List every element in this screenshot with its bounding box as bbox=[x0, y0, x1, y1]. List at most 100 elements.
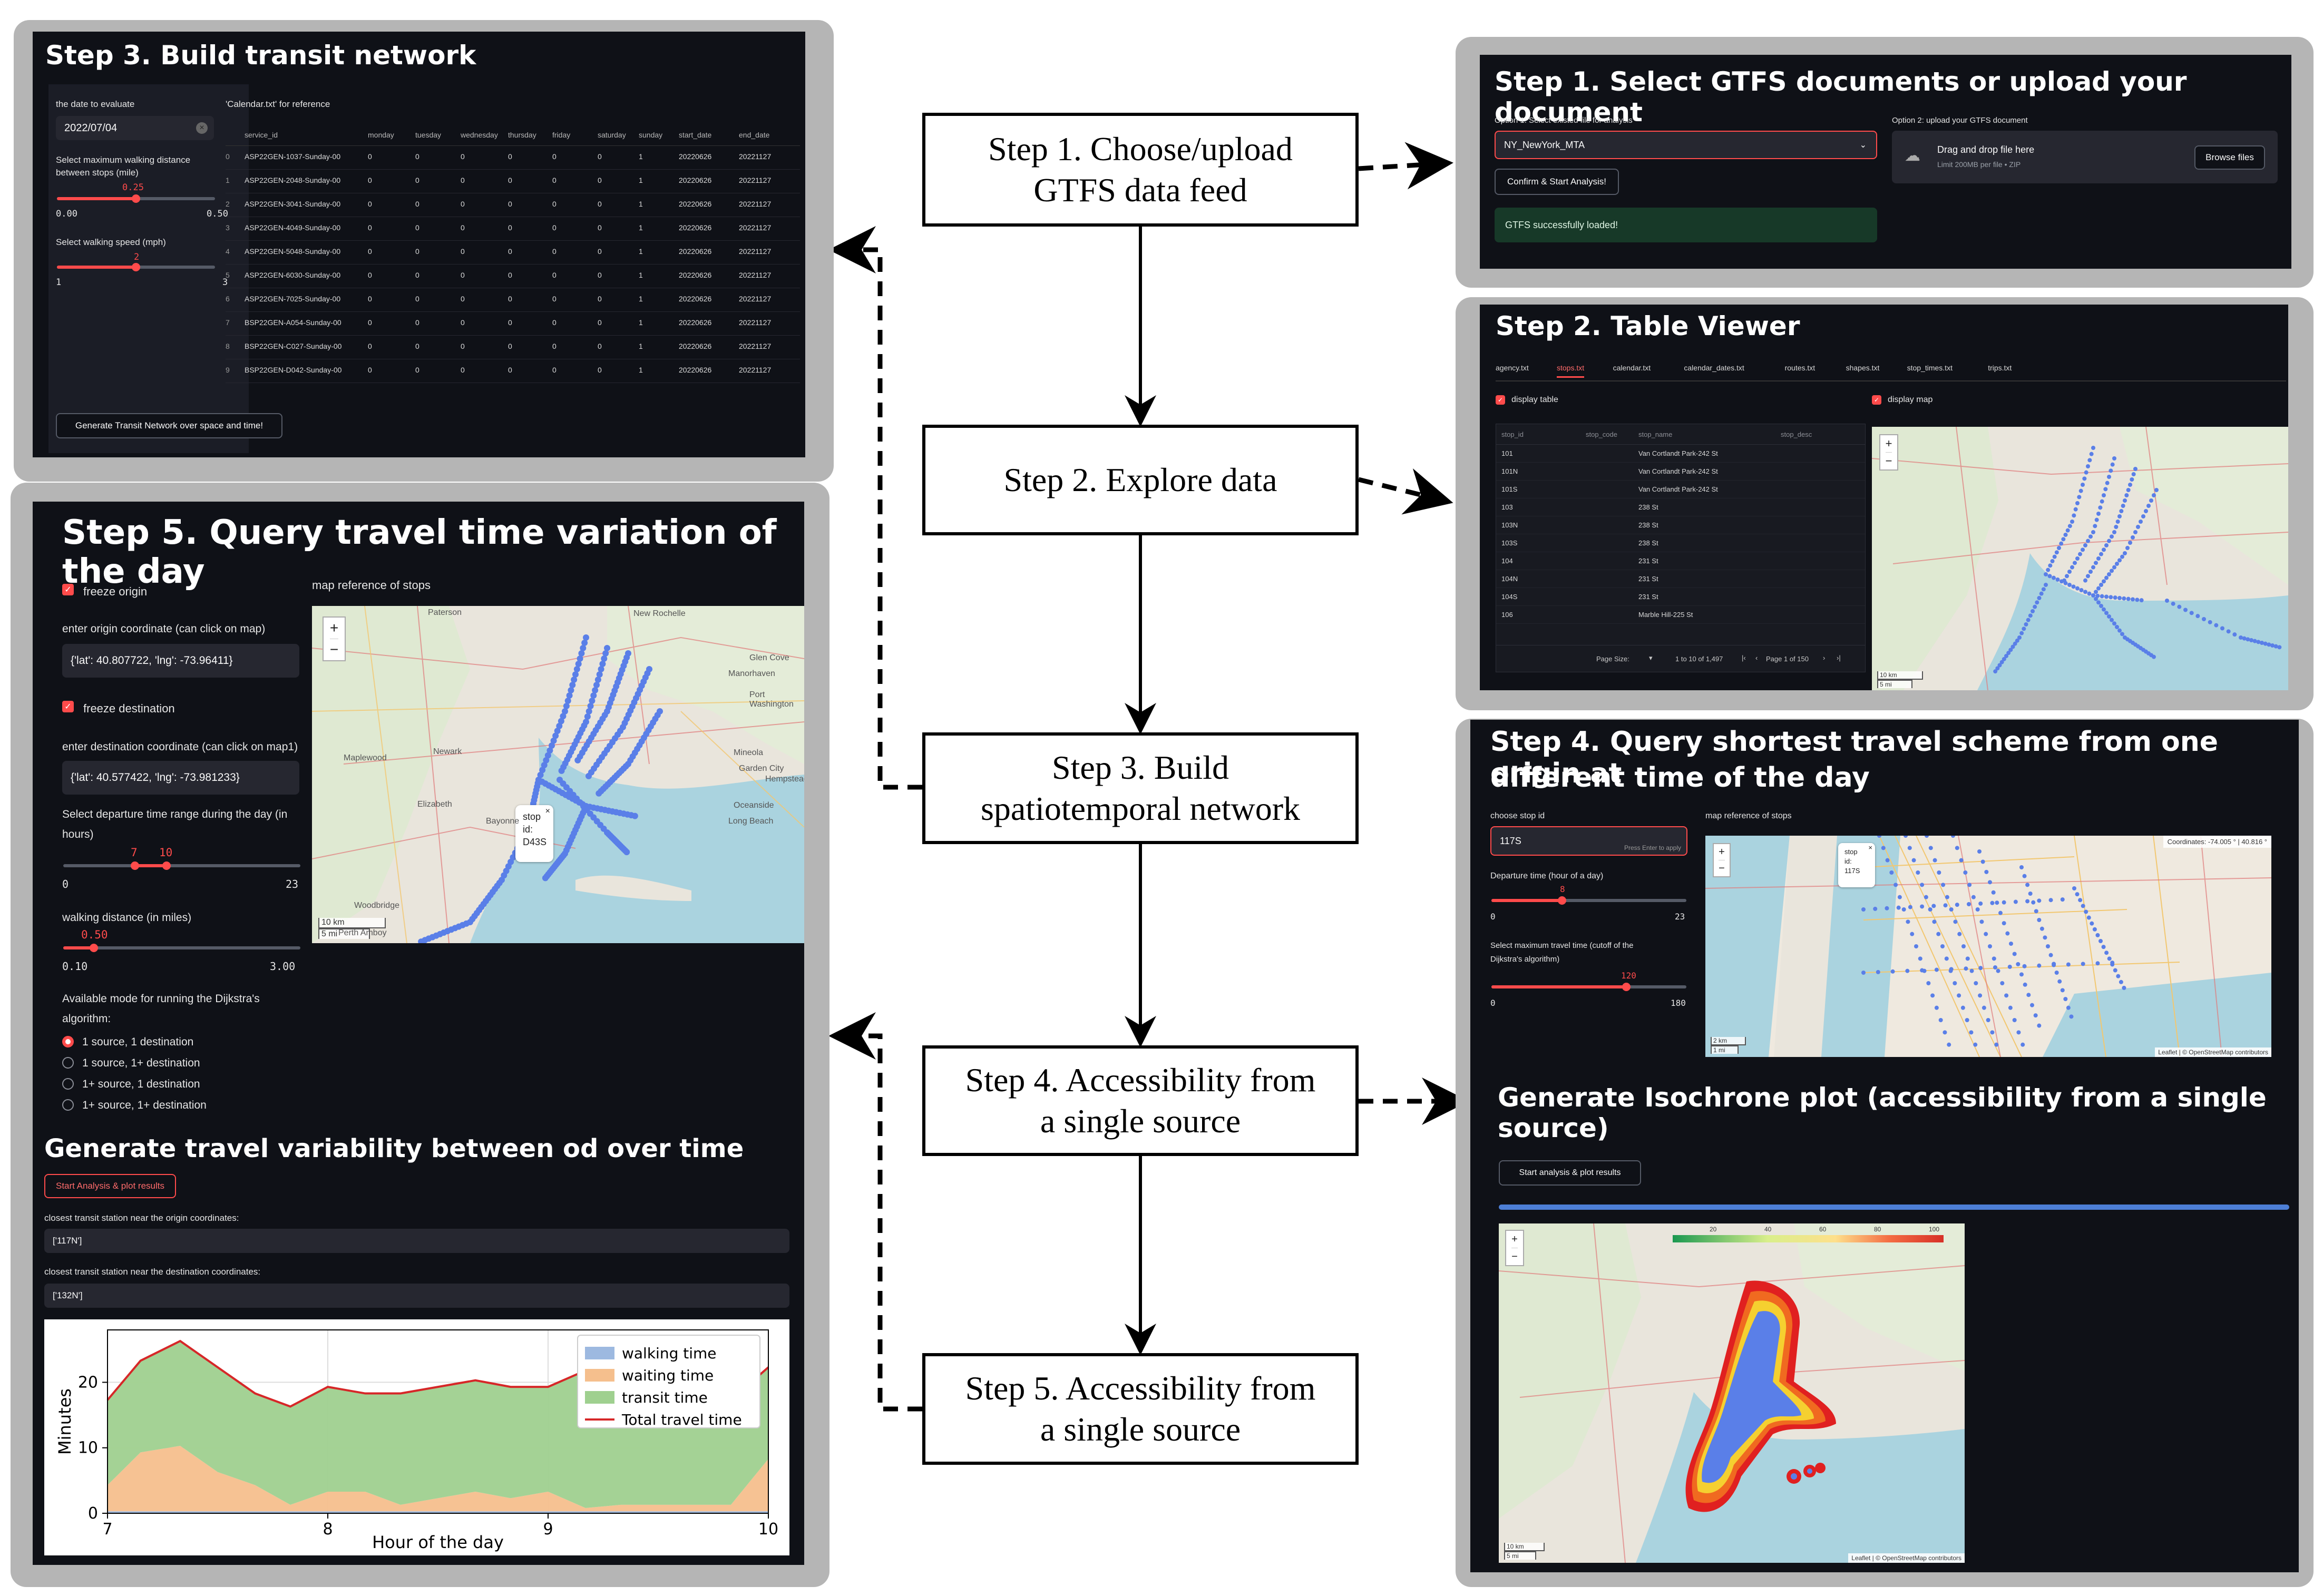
dep-range-track[interactable] bbox=[63, 864, 300, 867]
tab-calendar-txt[interactable]: calendar.txt bbox=[1613, 364, 1651, 372]
walk-knob[interactable] bbox=[90, 944, 98, 952]
iso-zoom-control[interactable]: + − bbox=[1505, 1230, 1524, 1266]
stop-dot bbox=[1889, 870, 1894, 875]
freeze-origin-checkbox[interactable]: ✓ bbox=[62, 584, 74, 595]
dep-range-knob-hi[interactable] bbox=[162, 861, 171, 870]
calendar-cell: 0 bbox=[552, 200, 557, 208]
walk-track[interactable] bbox=[63, 946, 300, 949]
tab-shapes-txt[interactable]: shapes.txt bbox=[1846, 364, 1880, 372]
stops-col-header[interactable]: stop_id bbox=[1501, 430, 1524, 438]
chart-y-tick-label: 0 bbox=[88, 1504, 98, 1523]
speed-knob[interactable] bbox=[132, 263, 140, 271]
isochrone-start-button[interactable]: Start analysis & plot results bbox=[1499, 1160, 1641, 1186]
display-table-checkbox[interactable]: ✓ bbox=[1496, 395, 1505, 405]
popup-close-icon[interactable]: × bbox=[545, 807, 550, 816]
stop-id-input[interactable]: 117S Press Enter to apply bbox=[1490, 826, 1687, 856]
map4-zoom-in-icon[interactable]: + bbox=[1719, 846, 1725, 858]
date-input[interactable]: 2022/07/04 bbox=[56, 116, 214, 140]
chart-y-tick-label: 10 bbox=[78, 1439, 98, 1457]
stop-dot bbox=[2107, 475, 2111, 479]
dep-track[interactable] bbox=[1491, 899, 1686, 902]
walk-max: 3.00 bbox=[270, 960, 296, 973]
max-tt-knob[interactable] bbox=[1622, 983, 1631, 991]
dep-range-knob-lo[interactable] bbox=[131, 861, 139, 870]
last-page-icon[interactable]: ›| bbox=[1837, 654, 1841, 662]
stops-col-header[interactable]: stop_desc bbox=[1781, 430, 1812, 438]
generate-network-button[interactable]: Generate Transit Network over space and … bbox=[56, 413, 282, 438]
map2-zoom-control[interactable]: + − bbox=[1879, 434, 1898, 471]
map2-zoom-in-icon[interactable]: + bbox=[1885, 437, 1892, 450]
map4-zoom-control[interactable]: + − bbox=[1713, 843, 1731, 877]
iso-zoom-out-icon[interactable]: − bbox=[1511, 1248, 1518, 1265]
start-analysis-button[interactable]: Start Analysis & plot results bbox=[44, 1174, 176, 1198]
browse-files-button[interactable]: Browse files bbox=[2194, 145, 2265, 170]
tab-routes-txt[interactable]: routes.txt bbox=[1784, 364, 1816, 372]
zoom-in-icon[interactable]: + bbox=[329, 620, 339, 636]
tab-agency-txt[interactable]: agency.txt bbox=[1496, 364, 1529, 372]
chart-area-waiting-time bbox=[108, 1445, 768, 1512]
dep-knob[interactable] bbox=[1558, 896, 1566, 905]
map4-zoom-out-icon[interactable]: − bbox=[1719, 860, 1725, 876]
freeze-dest-checkbox[interactable]: ✓ bbox=[62, 701, 74, 712]
map2-zoom-out-icon[interactable]: − bbox=[1885, 452, 1892, 469]
page-size-chevron-icon[interactable]: ▾ bbox=[1649, 654, 1653, 662]
next-page-icon[interactable]: › bbox=[1823, 654, 1826, 662]
stop-dot bbox=[2023, 982, 2027, 987]
stops-cell: 106 bbox=[1501, 611, 1513, 619]
tab-trips-txt[interactable]: trips.txt bbox=[1988, 364, 2012, 372]
mode-label-1: Available mode for running the Dijkstra'… bbox=[62, 993, 260, 1005]
mode-radio-1[interactable] bbox=[62, 1057, 74, 1069]
stops-col-header[interactable]: stop_name bbox=[1638, 430, 1673, 438]
stop-dot bbox=[2096, 600, 2101, 605]
stop-dot bbox=[1926, 981, 1931, 985]
origin-input[interactable]: {'lat': 40.807722, 'lng': -73.96411} bbox=[62, 644, 299, 678]
stop-dot bbox=[2171, 601, 2175, 606]
tab-calendar-dates-txt[interactable]: calendar_dates.txt bbox=[1684, 364, 1744, 372]
stops-cell: 231 St bbox=[1638, 557, 1658, 565]
prev-page-icon[interactable]: ‹ bbox=[1755, 654, 1758, 662]
stop-dot bbox=[2043, 935, 2047, 940]
stop-dot bbox=[2152, 493, 2156, 497]
colorbar-tick: 80 bbox=[1874, 1226, 1881, 1233]
map4-coords: Coordinates: -74.005 ° | 40.816 ° bbox=[2163, 836, 2271, 848]
map4-popup-close-icon[interactable]: × bbox=[1868, 844, 1872, 851]
tab-stops-txt[interactable]: stops.txt bbox=[1557, 364, 1585, 378]
mode-radio-0[interactable] bbox=[62, 1036, 74, 1047]
dest-input[interactable]: {'lat': 40.577422, 'lng': -73.981233} bbox=[62, 761, 299, 795]
dash-arrow-step1 bbox=[1358, 142, 1453, 190]
zoom-out-icon[interactable]: − bbox=[329, 639, 339, 660]
stops-col-header[interactable]: stop_code bbox=[1586, 430, 1617, 438]
stop-dot bbox=[1930, 993, 1935, 998]
gtfs-select[interactable]: NY_NewYork_MTA ⌄ bbox=[1495, 131, 1877, 159]
confirm-button[interactable]: Confirm & Start Analysis! bbox=[1495, 169, 1619, 195]
clear-icon[interactable]: × bbox=[196, 122, 208, 134]
display-map-checkbox[interactable]: ✓ bbox=[1872, 395, 1881, 405]
first-page-icon[interactable]: |‹ bbox=[1742, 654, 1746, 662]
stop-dot bbox=[1978, 901, 1983, 906]
map5-zoom-control[interactable]: + − bbox=[323, 616, 346, 661]
file-dropzone[interactable]: ☁ Drag and drop file here Limit 200MB pe… bbox=[1892, 131, 2278, 183]
iso-zoom-in-icon[interactable]: + bbox=[1511, 1233, 1518, 1245]
stop-dot bbox=[1978, 966, 1983, 971]
mode-radio-3[interactable] bbox=[62, 1099, 74, 1111]
tab-stop-times-txt[interactable]: stop_times.txt bbox=[1907, 364, 1953, 372]
mode-radio-2[interactable] bbox=[62, 1078, 74, 1090]
walk-dist-knob[interactable] bbox=[132, 194, 140, 203]
map2[interactable]: + − 10 km 5 mi bbox=[1872, 427, 2288, 690]
stop-dot bbox=[1977, 849, 1982, 854]
map4[interactable]: + − Coordinates: -74.005 ° | 40.816 ° st… bbox=[1705, 836, 2271, 1057]
stop-dot bbox=[571, 677, 578, 683]
stop-dot bbox=[2026, 993, 2031, 997]
